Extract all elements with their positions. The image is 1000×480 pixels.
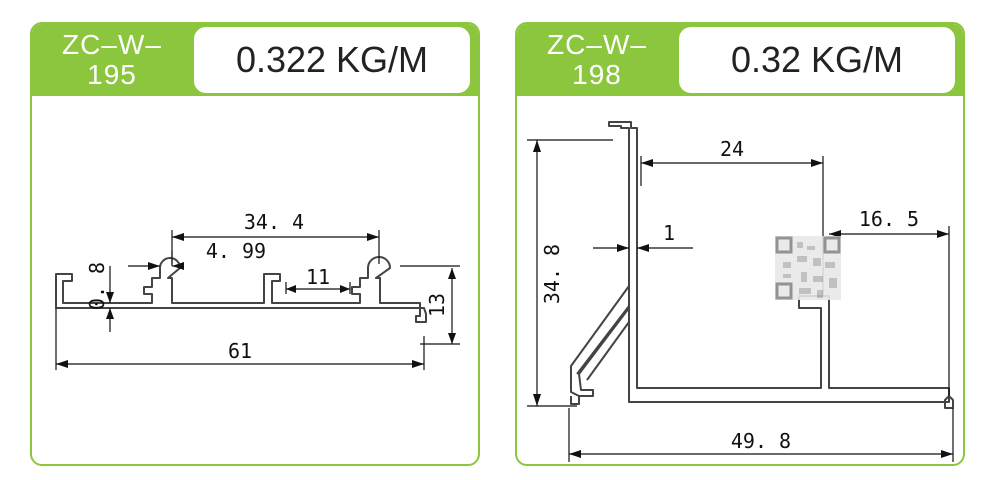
profile-card-198: ZC–W– 198 0.32 KG/M [515, 22, 965, 466]
dim-24: 24 [720, 137, 744, 161]
qr-code-icon [775, 236, 841, 300]
profile-code: ZC–W– 195 [32, 24, 192, 96]
profile-card-195: ZC–W– 195 0.322 KG/M [30, 22, 480, 466]
dim-61: 61 [228, 339, 252, 363]
profile-code-line1: ZC–W– [62, 29, 162, 60]
profile-weight: 0.32 KG/M [679, 27, 955, 93]
dimension-lines [527, 139, 954, 462]
dim-13: 13 [425, 293, 449, 317]
dim-49-8: 49. 8 [731, 429, 791, 453]
dim-1: 1 [663, 221, 675, 245]
dim-34-4: 34. 4 [244, 210, 304, 234]
profile-drawing-195: 34. 4 4. 99 11 0. 8 13 61 [55, 210, 460, 370]
profile-code-line2: 195 [87, 59, 137, 90]
profile-code-line1: ZC–W– [547, 29, 647, 60]
dim-16-5: 16. 5 [859, 207, 919, 231]
profile-outline [55, 256, 427, 323]
profile-outline [570, 121, 954, 409]
dimension-arrows [56, 233, 456, 368]
profile-code: ZC–W– 198 [517, 24, 677, 96]
dim-4-99: 4. 99 [206, 239, 266, 263]
profile-weight: 0.322 KG/M [194, 27, 470, 93]
profile-drawing-198: 24 16. 5 1 34. 8 49. 8 [527, 121, 954, 462]
dim-34-8: 34. 8 [540, 244, 564, 304]
card-header: ZC–W– 198 0.32 KG/M [517, 24, 963, 96]
dimension-arrows [533, 140, 953, 458]
profile-code-line2: 198 [572, 59, 622, 90]
dim-11: 11 [306, 265, 330, 289]
dim-0-8: 0. 8 [85, 262, 109, 310]
card-header: ZC–W– 195 0.322 KG/M [32, 24, 478, 96]
